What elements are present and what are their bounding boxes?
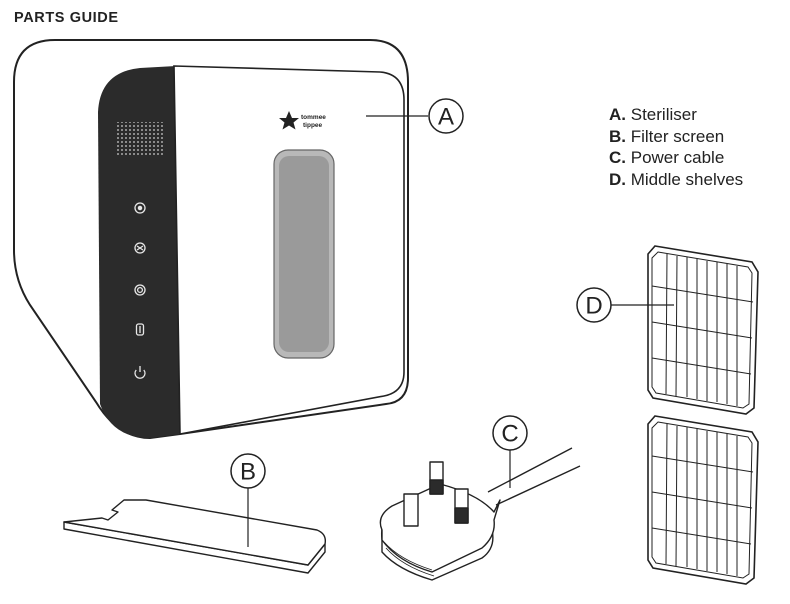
filter-screen-top [63,499,327,566]
shelf-inner-frame [651,421,753,579]
auto-icon [134,284,146,296]
filter-screen-illustration [63,499,327,574]
page-title: PARTS GUIDE [14,10,119,26]
middle-shelf-lower [647,415,759,585]
callout-a: A [366,98,464,134]
cable [487,447,581,506]
legend-letter: A. [609,105,626,124]
legend-item-c: C. Power cable [609,147,743,169]
legend-letter: B. [609,126,626,146]
callout-c: C [492,415,528,488]
legend-item-b: B. Filter screen [609,126,743,148]
callout-label: A [438,104,454,131]
callout-label: D [585,293,602,320]
power-cable-illustration [379,447,581,581]
brand-line-2: tippee [303,122,323,129]
legend-item-d: D. Middle shelves [609,169,743,191]
shelf-horizontal-bars [651,285,754,375]
sterilise-icon [134,202,146,214]
callout-b: B [230,453,266,547]
brand-line-1: tommee [301,114,326,121]
callout-d: D [576,287,674,323]
dry-icon [134,242,146,254]
door-window [279,156,329,352]
callout-label: C [501,421,518,448]
legend-label: Power cable [630,148,725,167]
legend-letter: D. [609,169,626,189]
legend-label: Filter screen [630,126,725,146]
callout-label: B [240,459,256,486]
plug-grip-lines [383,541,435,577]
control-panel [134,202,146,379]
parts-legend: A. Steriliser B. Filter screen C. Power … [609,104,743,190]
vent-grille [116,122,164,156]
star-logo-icon [279,111,299,130]
plug-pins [403,461,469,527]
legend-letter: C. [609,148,626,167]
middle-shelf-upper [647,245,759,415]
legend-label: Middle shelves [630,169,744,189]
shelf-inner-frame [651,251,753,409]
steriliser-side-panel [98,66,180,438]
legend-item-a: A. Steriliser [609,104,743,126]
storage-icon [135,323,145,336]
legend-label: Steriliser [630,105,697,124]
shelf-horizontal-bars [651,455,754,545]
steriliser-illustration: tommee tippee [13,39,409,440]
power-icon [134,366,146,379]
brand-logo: tommee tippee [279,111,326,130]
